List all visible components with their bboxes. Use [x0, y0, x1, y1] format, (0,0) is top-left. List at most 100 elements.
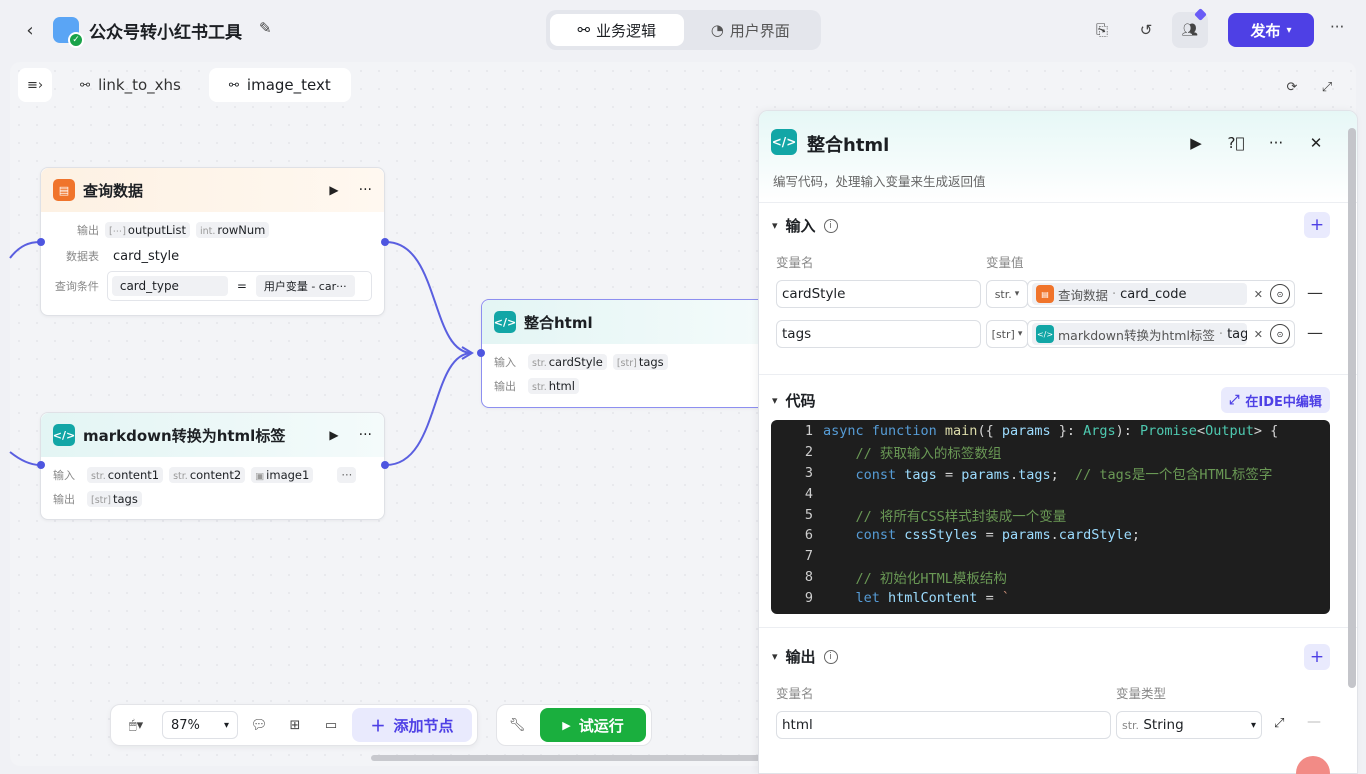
info-icon[interactable]: i — [823, 218, 838, 233]
info-icon[interactable]: i — [823, 649, 838, 664]
more-icon[interactable]: ··· — [358, 182, 372, 198]
back-arrow-icon[interactable]: ‹ — [26, 19, 34, 41]
output-section-header[interactable]: ▾ 输出 i — [772, 646, 838, 667]
edit-icon[interactable]: ✎ — [259, 19, 272, 37]
add-node-button[interactable]: ＋添加节点 — [352, 708, 472, 742]
import-icon[interactable]: ⎘ — [1095, 21, 1108, 39]
input-section-header[interactable]: ▾ 输入 i — [772, 215, 838, 236]
output-type-select[interactable]: str. String ▾ — [1116, 711, 1262, 739]
code-section-title-label: 代码 — [785, 392, 816, 410]
node-input-row: 输入 str.cardStyle [str]tags — [482, 350, 770, 374]
flow-tab-label: image_text — [246, 76, 331, 94]
node-markdown-to-html[interactable]: </> markdown转换为html标签 ▶ ··· 输入 str.conte… — [40, 412, 385, 520]
expand-icon: ⤢ — [1229, 392, 1240, 408]
test-run-button[interactable]: ▶ 试运行 — [540, 708, 646, 742]
close-icon[interactable]: ✕ — [1309, 134, 1323, 152]
input-var-name-field[interactable]: tags — [776, 320, 981, 348]
add-input-button[interactable]: + — [1304, 212, 1330, 238]
help-icon[interactable]: ?⃝ — [1227, 134, 1245, 152]
more-icon[interactable]: ··· — [358, 427, 372, 443]
add-output-button[interactable]: + — [1304, 644, 1330, 670]
run-toolbar: 🔧︎ ▶ 试运行 — [496, 704, 652, 746]
input-reference-field[interactable]: ▤ 查询数据·card_code ✕ ⊙ — [1027, 280, 1295, 308]
output-var-name-field[interactable]: html — [776, 711, 1111, 739]
history-icon[interactable]: ↺ — [1139, 21, 1153, 39]
panel-header: </> 整合html ▶ ?⃝ ··· ✕ 编写代码，处理输入变量来生成返回值 — [759, 111, 1357, 203]
code-line: 6 const cssStyles = params.cardStyle; — [804, 527, 1141, 544]
horizontal-scrollbar[interactable] — [371, 755, 771, 761]
node-title: markdown转换为html标签 — [83, 426, 286, 445]
output-port[interactable] — [381, 238, 389, 246]
col-variable-value: 变量值 — [986, 255, 1024, 270]
condition-label: 查询条件 — [54, 280, 99, 293]
expand-icon[interactable]: ⤢ — [1274, 716, 1285, 731]
code-icon: </> — [771, 129, 797, 155]
code-section — [759, 375, 1357, 628]
publish-button[interactable]: 发布 ▾ — [1228, 13, 1314, 47]
input-port[interactable] — [37, 461, 45, 469]
input-var-name-field[interactable]: cardStyle — [776, 280, 981, 308]
node-header: </> markdown转换为html标签 ▶ ··· — [41, 413, 384, 457]
minimap-icon[interactable]: ▭ — [324, 717, 338, 733]
remove-input-button[interactable]: — — [1307, 283, 1323, 302]
play-icon[interactable]: ▶ — [329, 428, 339, 442]
variable-picker-icon[interactable]: ⊙ — [1270, 284, 1290, 304]
users-icon: 👥︎ — [1181, 22, 1199, 38]
assistant-avatar[interactable] — [1296, 756, 1330, 774]
flow-tab-link-to-xhs[interactable]: ⚯link_to_xhs — [60, 68, 201, 102]
node-merge-html[interactable]: </> 整合html 输入 str.cardStyle [str]tags 输出… — [481, 299, 771, 408]
panel-title: 整合html — [807, 135, 890, 156]
col-variable-type: 变量类型 — [1116, 686, 1167, 701]
output-label: 输出 — [53, 493, 75, 506]
zoom-select[interactable]: 87% ▾ — [162, 711, 238, 739]
input-reference-field[interactable]: </> markdown转换为html标签·tags ✕ ⊙ — [1027, 320, 1295, 348]
input-port[interactable] — [37, 238, 45, 246]
remove-output-button[interactable]: — — [1307, 714, 1321, 730]
input-port[interactable] — [477, 349, 485, 357]
input-type-select[interactable]: str.▾ — [986, 280, 1028, 308]
more-icon[interactable]: ··· — [1330, 18, 1345, 36]
remove-input-button[interactable]: — — [1307, 323, 1323, 342]
node-query-data[interactable]: ▤ 查询数据 ▶ ··· 输出 [⋯]outputList int.rowNum… — [40, 167, 385, 316]
table-value: card_style — [113, 248, 180, 264]
comment-icon[interactable]: 💬︎ — [250, 717, 268, 733]
expand-icon[interactable]: ⤢ — [1321, 79, 1333, 95]
play-icon: ▶ — [562, 718, 571, 732]
tab-business-logic[interactable]: ⚯业务逻辑 — [550, 14, 684, 46]
tab-label: 业务逻辑 — [596, 21, 657, 40]
tab-user-interface[interactable]: ◔用户界面 — [684, 14, 818, 46]
input-tag: [str]tags — [612, 354, 668, 370]
play-icon[interactable]: ▶ — [1190, 134, 1202, 152]
refresh-icon[interactable]: ⟳ — [1286, 79, 1298, 95]
chevron-down-icon: ▾ — [1286, 24, 1292, 36]
panel-description: 编写代码，处理输入变量来生成返回值 — [773, 174, 986, 189]
edit-in-ide-button[interactable]: ⤢在IDE中编辑 — [1221, 387, 1330, 413]
more-icon[interactable]: ··· — [1268, 134, 1284, 152]
condition-field: card_type — [111, 276, 228, 296]
panel-scrollbar[interactable] — [1348, 128, 1356, 688]
test-run-label: 试运行 — [578, 716, 624, 735]
mouse-mode-icon[interactable]: 🖱︎▾ — [128, 717, 144, 733]
flow-tab-image-text[interactable]: ⚯image_text — [208, 68, 351, 102]
code-line: 3 const tags = params.tags; // tags是一个包含… — [804, 464, 1273, 483]
play-icon[interactable]: ▶ — [329, 183, 339, 197]
input-type-select[interactable]: [str]▾ — [986, 320, 1028, 348]
grid-layout-icon[interactable]: ⊞ — [289, 717, 301, 733]
database-icon: ▤ — [53, 179, 75, 201]
variable-picker-icon[interactable]: ⊙ — [1270, 324, 1290, 344]
clear-reference-icon[interactable]: ✕ — [1253, 287, 1263, 301]
tabs-menu-icon[interactable]: ≡› — [18, 68, 52, 102]
code-section-header[interactable]: ▾ 代码 — [772, 390, 816, 411]
collaborators-button[interactable]: 👥︎ — [1172, 8, 1208, 48]
more-inputs-icon[interactable]: ··· — [337, 467, 357, 483]
publish-label: 发布 — [1250, 21, 1281, 40]
condition-operator: = — [236, 279, 247, 293]
output-port[interactable] — [381, 461, 389, 469]
wrench-icon[interactable]: 🔧︎ — [508, 717, 526, 733]
clear-reference-icon[interactable]: ✕ — [1253, 327, 1263, 341]
node-input-row: 输入 str.content1 str.content2 ▣image1 ··· — [41, 463, 384, 487]
code-line: 7 — [804, 548, 813, 565]
chevron-down-icon: ▾ — [1250, 719, 1256, 731]
